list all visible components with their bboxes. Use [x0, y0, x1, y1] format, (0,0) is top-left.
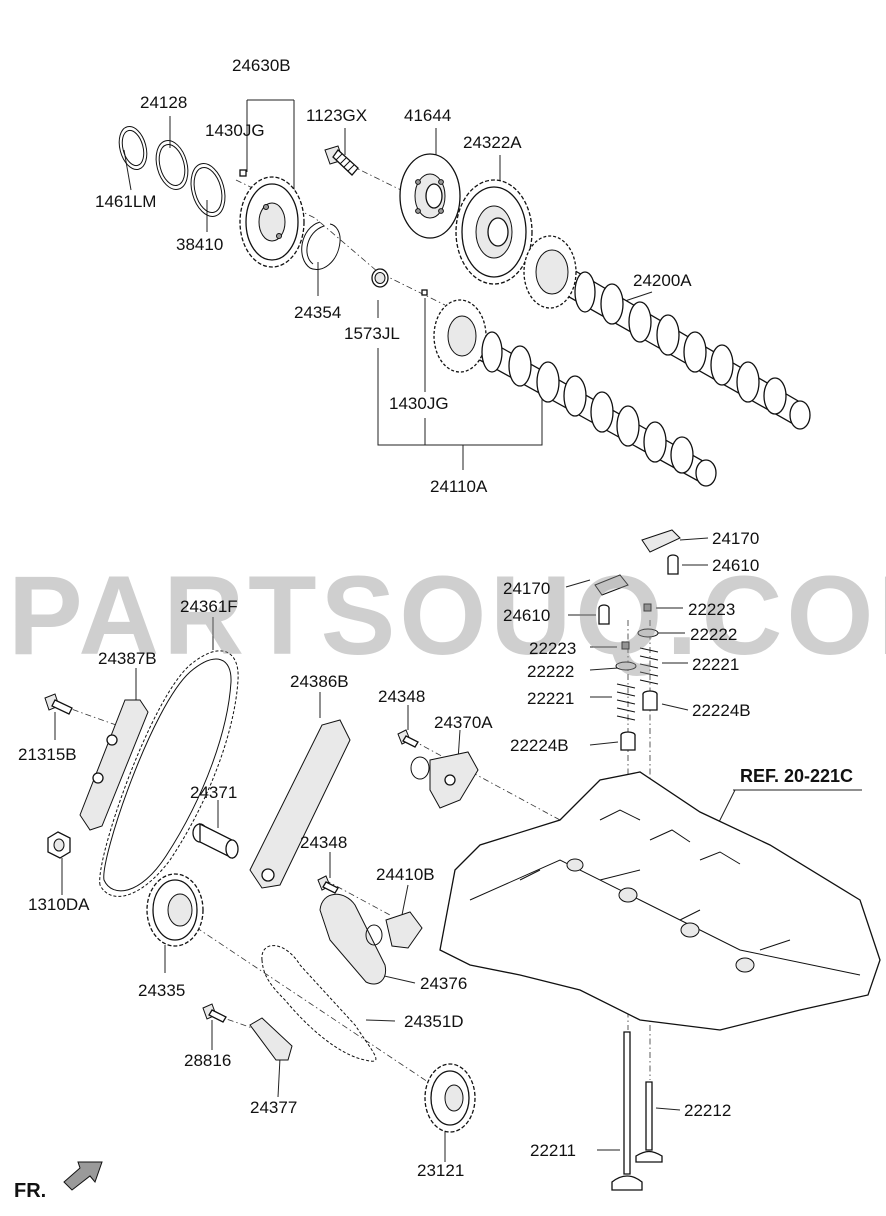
ring-24128 [155, 140, 189, 190]
bolt-28816 [202, 1003, 227, 1023]
part-label-41644[interactable]: 41644 [404, 106, 452, 125]
part-label-24351d[interactable]: 24351D [404, 1012, 464, 1031]
part-label-24354[interactable]: 24354 [294, 303, 342, 322]
sprocket-24322a [455, 179, 533, 285]
seal-22224b-a [642, 690, 658, 711]
leader-lines-lower-left [54, 617, 561, 1162]
part-label-24200a[interactable]: 24200A [633, 271, 692, 290]
camshaft-24110a [433, 299, 717, 487]
part-label-24610-b[interactable]: 24610 [503, 606, 551, 625]
sprocket-24630b [239, 176, 305, 268]
part-label-22223-b[interactable]: 22223 [529, 639, 577, 658]
chain-24361f [99, 650, 239, 897]
part-label-1310da[interactable]: 1310DA [28, 895, 90, 914]
part-label-21315b[interactable]: 21315B [18, 745, 77, 764]
valve-22211 [611, 1031, 643, 1191]
part-label-24387b[interactable]: 24387B [98, 649, 157, 668]
keeper-22223-a [643, 603, 652, 612]
reference-link[interactable]: REF. 20-221C [740, 766, 854, 786]
pin-1430jg-b [421, 289, 428, 296]
camshaft-24200a [523, 235, 811, 430]
rocker-24170-b [594, 574, 629, 596]
seal-22224b-b [620, 731, 636, 751]
pin-24371 [192, 822, 239, 860]
part-label-24110a[interactable]: 24110A [430, 477, 488, 496]
part-label-22224b-a[interactable]: 22224B [692, 701, 751, 720]
part-label-22221-b[interactable]: 22221 [527, 689, 575, 708]
part-label-1430jg-b[interactable]: 1430JG [389, 394, 449, 413]
part-label-22211[interactable]: 22211 [530, 1141, 577, 1160]
sprocket-24335 [146, 873, 204, 947]
bolt-24348-a [397, 729, 419, 748]
retainer-22222-a [637, 628, 659, 638]
part-label-24361f[interactable]: 24361F [180, 597, 238, 616]
adjuster-24610-b [598, 604, 610, 625]
part-label-23121[interactable]: 23121 [417, 1161, 465, 1180]
part-label-24386b[interactable]: 24386B [290, 672, 349, 691]
part-label-24348-a[interactable]: 24348 [378, 687, 426, 706]
tensioner-24370a [410, 751, 479, 809]
part-label-1123gx[interactable]: 1123GX [306, 106, 368, 125]
front-direction-label: FR. [14, 1180, 47, 1202]
guide-24377 [249, 1017, 293, 1061]
part-label-38410[interactable]: 38410 [176, 235, 224, 254]
part-label-28816[interactable]: 28816 [184, 1051, 232, 1070]
sprocket-23121 [424, 1063, 476, 1133]
bush-1573jl [371, 268, 389, 288]
part-label-24376[interactable]: 24376 [420, 974, 468, 993]
fr-arrow-icon [63, 1161, 103, 1191]
retainer-22222-b [615, 661, 637, 671]
circlip-24354 [301, 221, 341, 270]
tensioner-24410b [365, 911, 423, 949]
part-label-22222-b[interactable]: 22222 [527, 662, 575, 681]
part-label-24128[interactable]: 24128 [140, 93, 188, 112]
part-label-24370a[interactable]: 24370A [434, 713, 493, 732]
valve-22212 [635, 1081, 663, 1163]
part-label-24371[interactable]: 24371 [190, 783, 238, 802]
part-label-22212[interactable]: 22212 [684, 1101, 732, 1120]
nut-1310da [47, 831, 71, 859]
adjuster-24610-a [667, 554, 679, 575]
bolt-1123gx [324, 145, 359, 176]
guide-24387b [79, 699, 149, 831]
bolt-21315b [44, 693, 73, 715]
bolt-24348-b [317, 875, 339, 894]
pin-1430jg [239, 169, 247, 177]
part-label-1461lm[interactable]: 1461LM [95, 192, 157, 211]
keeper-22223-b [621, 641, 630, 650]
cylinder-head [439, 771, 881, 1031]
part-label-24170-b[interactable]: 24170 [503, 579, 551, 598]
part-label-22223-a[interactable]: 22223 [688, 600, 736, 619]
snap-ring-1461lm [118, 125, 148, 171]
guide-24386b [249, 719, 351, 889]
part-label-22224b-b[interactable]: 22224B [510, 736, 569, 755]
spring-22221-b [616, 683, 636, 721]
part-label-24377[interactable]: 24377 [250, 1098, 298, 1117]
spring-22221-a [639, 647, 659, 685]
part-label-24335[interactable]: 24335 [138, 981, 186, 1000]
part-label-22222-a[interactable]: 22222 [690, 625, 738, 644]
part-label-1430jg-a[interactable]: 1430JG [205, 121, 265, 140]
ring-38410 [190, 163, 226, 217]
part-label-24630b[interactable]: 24630B [232, 56, 291, 75]
part-label-24348-b[interactable]: 24348 [300, 833, 348, 852]
part-label-24322a[interactable]: 24322A [463, 133, 522, 152]
part-label-24170-a[interactable]: 24170 [712, 529, 760, 548]
part-label-24410b[interactable]: 24410B [376, 865, 435, 884]
chain-24351d [261, 945, 377, 1062]
plate-41644 [399, 153, 461, 239]
part-label-24610-a[interactable]: 24610 [712, 556, 760, 575]
rocker-24170-a [641, 529, 681, 553]
arm-24376 [319, 893, 387, 985]
part-label-22221-a[interactable]: 22221 [692, 655, 740, 674]
part-label-1573jl[interactable]: 1573JL [344, 324, 400, 343]
